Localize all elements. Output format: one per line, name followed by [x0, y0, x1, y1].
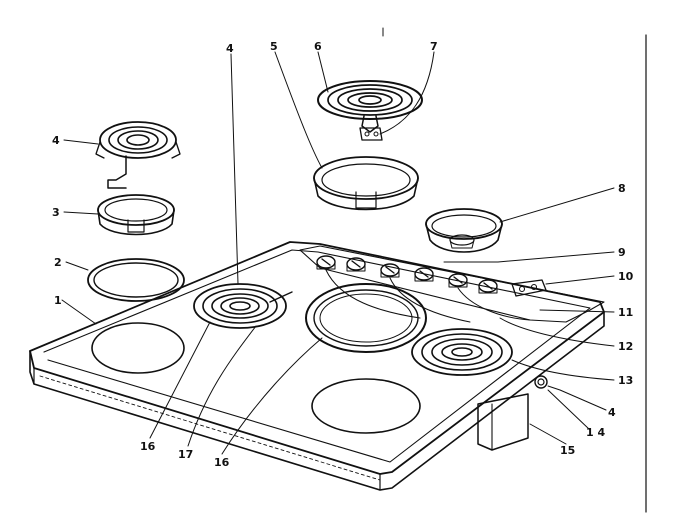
callout-7: 7	[430, 40, 438, 53]
callout-6: 6	[314, 40, 322, 53]
rear-left-burner-opening	[91, 322, 185, 374]
drip-pan-small	[97, 194, 175, 236]
large-burner-assembly	[305, 283, 427, 353]
callout-9: 9	[618, 246, 626, 259]
control-switches	[316, 255, 547, 323]
callout-16-left: 16	[140, 440, 156, 453]
callout-16-right: 16	[214, 456, 230, 469]
drip-pan-large	[313, 156, 419, 211]
callout-1: 1	[54, 294, 62, 307]
callout-labels: 1 2 3 4 4 4 5 6 7 8 9 10 11 12 13 1 4 15…	[52, 40, 634, 469]
front-right-burner-opening	[311, 378, 421, 434]
callout-10: 10	[618, 270, 634, 283]
callout-15: 15	[560, 444, 575, 457]
surface-element-large	[317, 80, 423, 133]
callout-2: 2	[54, 256, 62, 269]
callout-12: 12	[618, 340, 633, 353]
coil-burner-right	[411, 328, 513, 376]
callout-11: 11	[618, 306, 633, 319]
callout-4-center: 4	[226, 42, 234, 55]
callout-8: 8	[618, 182, 626, 195]
callout-5: 5	[270, 40, 278, 53]
callout-13: 13	[618, 374, 633, 387]
element-receptacle	[359, 127, 383, 141]
trim-ring	[87, 258, 185, 302]
callout-4-upper-left: 4	[52, 134, 60, 147]
indicator-light	[534, 375, 548, 389]
drip-pan-right	[425, 208, 503, 253]
surface-element-small	[95, 121, 181, 189]
leader-lines	[61, 51, 615, 455]
callout-14: 1 4	[586, 426, 605, 439]
cooktop-panel	[29, 241, 605, 491]
callout-3: 3	[52, 206, 60, 219]
small-burner-element-left	[193, 283, 293, 329]
callout-4-right: 4	[608, 406, 616, 419]
callout-17: 17	[178, 448, 193, 461]
